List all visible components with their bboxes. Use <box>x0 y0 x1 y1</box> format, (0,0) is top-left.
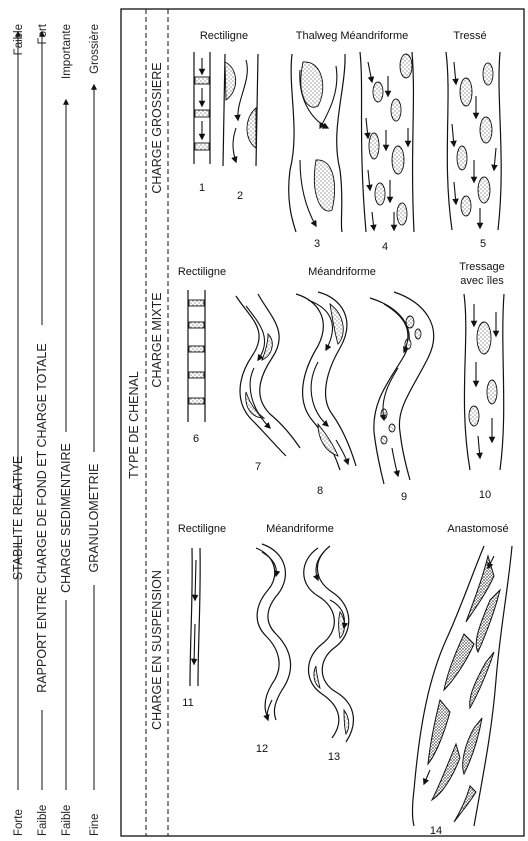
channel-11-straight <box>190 548 200 686</box>
axis-grain-size-top: Grossière <box>89 24 101 74</box>
number-3: 3 <box>314 238 320 250</box>
row-mixed-load: Rectiligne Méandriforme Tressage avec îl… <box>178 261 505 503</box>
number-11: 11 <box>182 697 193 709</box>
number-14: 14 <box>430 825 442 837</box>
channel-type-label: TYPE DE CHENAL <box>127 371 141 479</box>
heading-braided-islands-2: avec îles <box>460 275 504 287</box>
heading-braided-islands-1: Tressage <box>459 261 504 273</box>
channel-13-meander <box>304 546 354 742</box>
axis-sediment-load: CHARGE SEDIMENTAIRE Faible Importante <box>59 24 73 836</box>
axis-grain-size-label: GRANULOMETRIE <box>87 463 101 572</box>
heading-meander-3: Méandriforme <box>266 523 334 535</box>
channel-4-braided <box>360 52 414 232</box>
number-9: 9 <box>401 491 407 503</box>
channel-9-meander-islands <box>370 292 434 484</box>
axis-bedload-ratio-label: RAPPORT ENTRE CHARGE DE FOND ET CHARGE T… <box>35 343 49 692</box>
channel-6-straight <box>188 290 205 422</box>
axis-bedload-ratio-top: Fort <box>37 23 49 44</box>
number-4: 4 <box>382 241 388 253</box>
row-label-mixed: CHARGE MIXTE <box>150 292 164 387</box>
row-label-suspension: CHARGE EN SUSPENSION <box>150 570 164 730</box>
channel-3-thalweg-meander <box>289 54 345 232</box>
number-7: 7 <box>255 461 261 473</box>
axis-sediment-load-bottom: Faible <box>61 805 73 836</box>
number-2: 2 <box>237 190 243 202</box>
number-6: 6 <box>193 433 199 445</box>
channel-2-alternate-bars <box>223 54 258 166</box>
channel-12-meander <box>256 544 291 720</box>
heading-rectilinear-2: Rectiligne <box>178 266 226 278</box>
axis-stability-top: Faible <box>13 24 25 55</box>
axis-stability: STABILITE RELATIVE Forte Faible <box>11 24 25 836</box>
row-coarse-load: Rectiligne Thalweg Méandriforme Tressé <box>194 30 501 253</box>
axis-stability-label: STABILITE RELATIVE <box>11 456 25 581</box>
number-13: 13 <box>328 751 340 763</box>
number-10: 10 <box>479 489 491 501</box>
gradient-axes: STABILITE RELATIVE Forte Faible RAPPORT … <box>11 23 101 836</box>
channel-8-meander <box>296 292 356 470</box>
axis-stability-bottom: Forte <box>13 809 25 836</box>
channel-7-meander <box>236 294 300 456</box>
row-suspended-load: Rectiligne Méandriforme Anastomosé <box>178 523 512 837</box>
axis-sediment-load-label: CHARGE SEDIMENTAIRE <box>59 443 73 593</box>
number-1: 1 <box>199 182 205 194</box>
diagram-frame: TYPE DE CHENAL CHARGE GROSSIERE CHARGE M… <box>121 9 524 836</box>
row-label-coarse: CHARGE GROSSIERE <box>150 62 164 193</box>
heading-anastomosing: Anastomosé <box>447 523 508 535</box>
axis-grain-size: GRANULOMETRIE Fine Grossière <box>87 24 101 836</box>
channel-10-braided-islands <box>464 294 504 470</box>
axis-bedload-ratio: RAPPORT ENTRE CHARGE DE FOND ET CHARGE T… <box>35 23 49 836</box>
heading-meander-2: Méandriforme <box>308 266 376 278</box>
axis-bedload-ratio-bottom: Faible <box>37 805 49 836</box>
axis-grain-size-bottom: Fine <box>89 814 101 836</box>
channel-5-braided <box>446 52 501 230</box>
channel-14-anastomosing <box>413 546 513 826</box>
number-12: 12 <box>256 743 268 755</box>
channel-1-straight <box>194 52 210 164</box>
heading-rectilinear-1: Rectiligne <box>200 30 248 42</box>
heading-braided: Tressé <box>453 30 486 42</box>
axis-sediment-load-top: Importante <box>61 24 73 79</box>
heading-thalweg-meander: Thalweg Méandriforme <box>296 30 409 42</box>
heading-rectilinear-3: Rectiligne <box>178 523 226 535</box>
number-5: 5 <box>480 238 486 250</box>
number-8: 8 <box>317 485 323 497</box>
